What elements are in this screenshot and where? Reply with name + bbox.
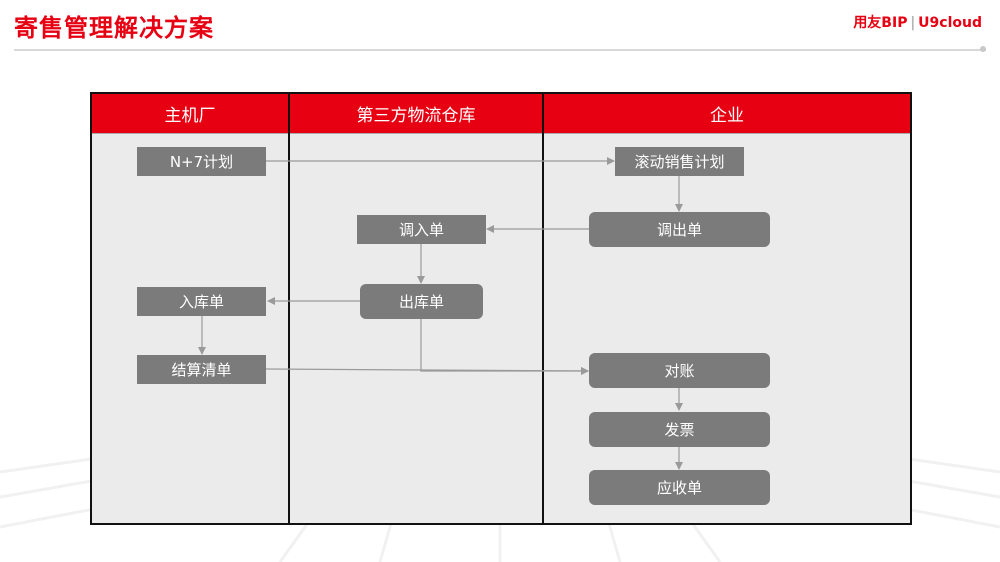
- column-divider-2: [542, 94, 544, 523]
- column-header-oem: 主机厂: [92, 94, 288, 133]
- title-underline: [14, 49, 986, 51]
- node-transfer-in: 调入单: [357, 215, 486, 244]
- node-settlement-list: 结算清单: [137, 355, 266, 384]
- brand-logo: 用友BIP|U9cloud: [853, 12, 982, 32]
- node-rolling-sales-plan: 滚动销售计划: [615, 147, 744, 176]
- column-header-3pl-warehouse: 第三方物流仓库: [290, 94, 542, 133]
- column-divider-1: [288, 94, 290, 523]
- slide-title: 寄售管理解决方案: [14, 14, 214, 42]
- node-transfer-out: 调出单: [589, 212, 770, 247]
- brand-yonyou: 用友BIP: [853, 15, 908, 31]
- node-n7-plan: N+7计划: [137, 147, 266, 176]
- header-divider: [92, 133, 910, 134]
- node-receivable: 应收单: [589, 470, 770, 505]
- brand-u9cloud: U9cloud: [918, 15, 982, 31]
- column-header-enterprise: 企业: [544, 94, 910, 133]
- node-reconciliation: 对账: [589, 353, 770, 388]
- brand-separator: |: [910, 15, 916, 31]
- title-underline-dot: [980, 46, 986, 52]
- node-invoice: 发票: [589, 412, 770, 447]
- node-stock-out: 出库单: [360, 284, 483, 319]
- node-stock-in: 入库单: [137, 287, 266, 316]
